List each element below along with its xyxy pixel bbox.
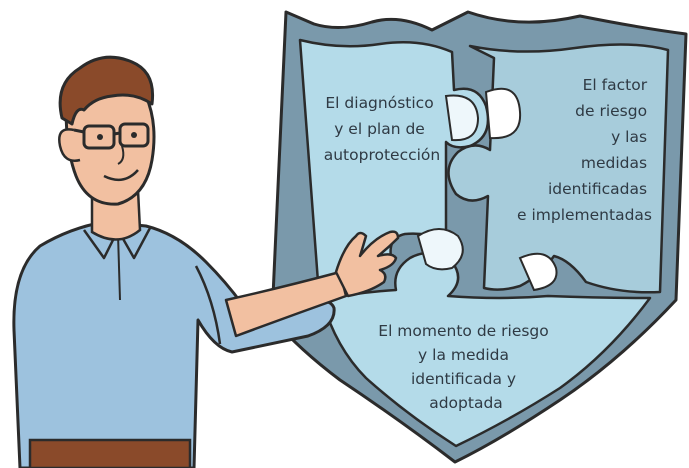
shield: El diagnóstico y el plan de autoprotecci…	[270, 10, 688, 464]
presenter-person	[12, 55, 400, 468]
piece-line: El factor	[583, 76, 648, 94]
piece-line: El momento de riesgo	[378, 322, 548, 340]
eye-left	[97, 134, 103, 140]
piece-line: adoptada	[429, 394, 503, 412]
piece-line: y las	[611, 128, 647, 146]
piece-text-top-left: El diagnóstico y el plan de autoprotecci…	[324, 94, 441, 164]
piece-text-top-right: El factor de riesgo y las medidas identi…	[517, 76, 652, 224]
belt	[28, 438, 192, 468]
ear	[58, 128, 81, 162]
hair	[58, 55, 155, 126]
nose	[117, 145, 125, 165]
puzzle-knob-bottom	[416, 228, 464, 271]
piece-line: y la medida	[418, 346, 509, 364]
puzzle-tab-top-right	[484, 87, 522, 140]
pointing-hand	[334, 230, 400, 298]
piece-line: y el plan de	[334, 120, 425, 138]
shirt-sleeve-fold	[194, 265, 222, 345]
shirt-placket	[117, 233, 121, 301]
puzzle-piece-bottom	[320, 251, 652, 448]
smile	[103, 169, 139, 182]
piece-line: e implementadas	[517, 206, 652, 224]
piece-line: identificada y	[411, 370, 516, 388]
puzzle-piece-top-left	[298, 38, 490, 284]
piece-line: identificadas	[548, 180, 647, 198]
glasses-icon	[73, 122, 150, 150]
piece-line: de riesgo	[575, 102, 647, 120]
puzzle-notch-right	[518, 252, 558, 292]
puzzle-knob-top-left	[444, 94, 480, 142]
piece-line: El diagnóstico	[325, 94, 433, 112]
eye-right	[131, 132, 137, 138]
piece-line: medidas	[581, 154, 647, 172]
forearm	[224, 270, 348, 338]
piece-text-bottom: El momento de riesgo y la medida identif…	[378, 322, 553, 412]
piece-line: autoprotección	[324, 146, 441, 164]
shirt	[12, 220, 336, 468]
